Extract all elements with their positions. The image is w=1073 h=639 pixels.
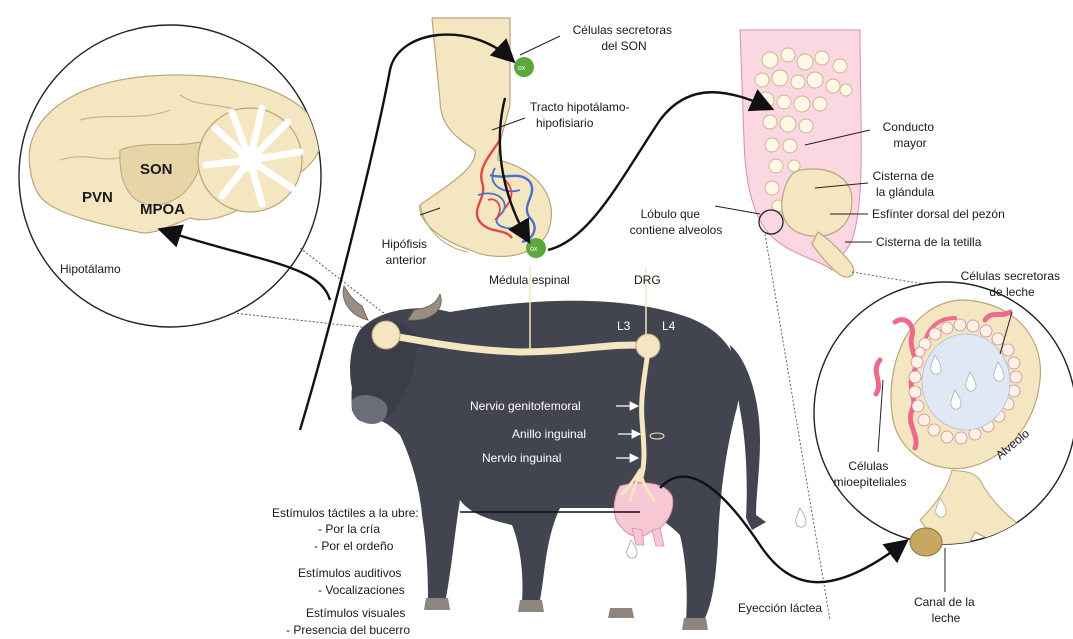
sphincter-label: Esfínter dorsal del pezón (872, 207, 1005, 221)
udder-teat-left (632, 528, 644, 545)
tract-label: Tracto hipotálamo- hipofisiario (530, 100, 633, 130)
l3-label: L3 (617, 319, 631, 333)
buffalo-hooves (424, 598, 708, 630)
visual-item-1: - Presencia del bucerro (286, 623, 410, 637)
hypothalamus-label: Hipotálamo (60, 262, 121, 276)
auditory-item-1: - Vocalizaciones (318, 583, 405, 597)
cerebellum (198, 108, 302, 212)
brain-inset: SON PVN MPOA Hipotálamo (19, 25, 321, 327)
genitofemoral-nerve-label: Nervio genitofemoral (470, 399, 581, 413)
stimuli-text: Estímulos táctiles a la ubre: - Por la c… (272, 506, 419, 637)
l4-label: L4 (662, 319, 676, 333)
gland-cistern-label: Cisterna de la glándula (873, 169, 938, 199)
buffalo-horn-left (343, 286, 368, 320)
milk-canal-label: Canal de la leche (914, 595, 978, 625)
milk-canal-opening (910, 528, 942, 556)
major-duct-label: Conducto mayor (883, 120, 938, 150)
tactile-item-2: - Por el ordeño (314, 539, 394, 553)
lobule-label: Lóbulo que contiene alveolos (630, 207, 723, 237)
svg-text:ox: ox (518, 65, 526, 72)
mpoa-label: MPOA (140, 201, 185, 218)
ox-granule-bottom: ox (526, 238, 546, 258)
inguinal-ring-label: Anillo inguinal (512, 427, 586, 441)
alveolus-inset: Células secretoras de leche Células mioe… (814, 269, 1073, 625)
teat-cistern-label: Cisterna de la tetilla (876, 235, 982, 249)
tactile-item-1: - Por la cría (318, 522, 380, 536)
gland-cistern (782, 169, 852, 236)
spinal-cord-label: Médula espinal (489, 273, 570, 287)
visual-title: Estímulos visuales (306, 606, 405, 620)
ox-granule-top: ox (514, 57, 534, 77)
milk-ejection-label: Eyección láctea (738, 601, 822, 615)
drg-label: DRG (634, 273, 661, 287)
milk-drop-loose (796, 508, 806, 527)
son-label: SON (140, 161, 173, 178)
svg-text:ox: ox (530, 246, 538, 253)
buffalo-tail (730, 345, 766, 530)
tactile-title: Estímulos táctiles a la ubre: (272, 506, 419, 520)
anterior-pituitary-label: Hipófisis anterior (382, 237, 431, 267)
auditory-title: Estímulos auditivos (298, 566, 401, 580)
inguinal-nerve-label: Nervio inguinal (482, 451, 561, 465)
pvn-label: PVN (82, 189, 113, 206)
udder-teat-right (652, 528, 664, 546)
son-cells-label: Células secretoras del SON (573, 23, 676, 53)
